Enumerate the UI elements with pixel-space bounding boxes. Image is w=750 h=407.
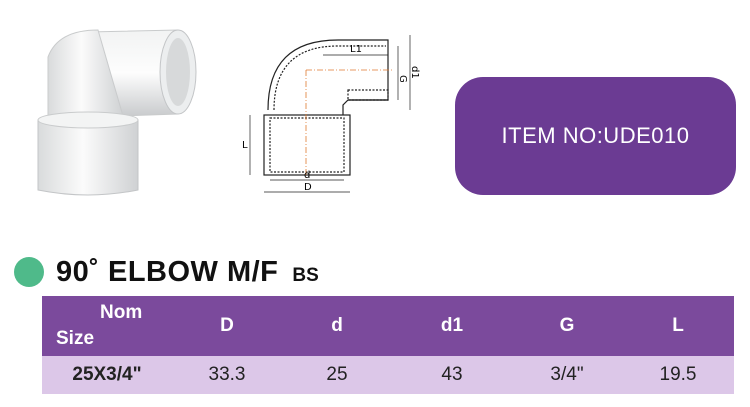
cell-size: 25X3/4" xyxy=(72,364,142,385)
cell-d1: 43 xyxy=(441,364,463,385)
spec-table: Nom Size D d d1 G L 25X3/4" 33.3 25 43 3… xyxy=(42,296,734,394)
cell-D: 33.3 xyxy=(208,364,246,385)
drawing-label-L: L xyxy=(242,140,248,151)
drawing-label-d1: d1 xyxy=(409,66,420,79)
header-d: d xyxy=(331,315,343,336)
item-number-text: ITEM NO:UDE010 xyxy=(501,123,690,148)
cell-L: 19.5 xyxy=(659,364,697,385)
header-nom-size: Nom Size xyxy=(42,296,172,356)
header-d1: d1 xyxy=(440,315,464,336)
drawing-label-D: D xyxy=(304,182,312,193)
cell-d: 25 xyxy=(326,364,348,385)
header-D: D xyxy=(220,315,234,336)
elbow-technical-drawing: L1 d D L G d1 xyxy=(242,35,420,193)
header-nom: Nom xyxy=(100,302,143,323)
cell-G: 3/4" xyxy=(550,364,584,385)
item-number-badge: ITEM NO:UDE010 xyxy=(455,77,736,195)
drawing-label-d: d xyxy=(304,170,310,181)
product-title-row: 90˚ ELBOW M/F BS xyxy=(14,254,319,290)
product-standard: BS xyxy=(292,265,319,286)
table-header-row: Nom Size D d d1 G L xyxy=(42,296,734,356)
drawing-label-G: G xyxy=(397,75,408,83)
bullet-dot-icon xyxy=(14,257,44,287)
drawing-label-L1: L1 xyxy=(350,44,362,55)
product-title: 90˚ ELBOW M/F xyxy=(56,255,279,288)
header-L: L xyxy=(672,315,684,336)
header-G: G xyxy=(559,315,575,336)
table-row: 25X3/4" 33.3 25 43 3/4" 19.5 xyxy=(42,356,734,394)
header-size: Size xyxy=(56,328,95,349)
elbow-product-photo xyxy=(37,29,197,196)
